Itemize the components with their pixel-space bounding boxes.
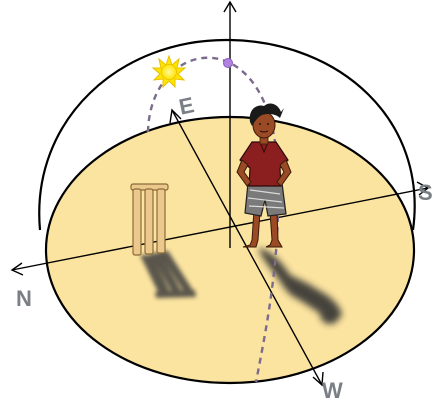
label-west: W (322, 378, 343, 403)
noon-marker (224, 59, 233, 68)
sun-icon (153, 56, 185, 87)
cricket-stumps-icon (131, 184, 168, 255)
label-south: S (418, 180, 433, 205)
label-east: E (177, 92, 197, 120)
label-north: N (16, 286, 32, 311)
